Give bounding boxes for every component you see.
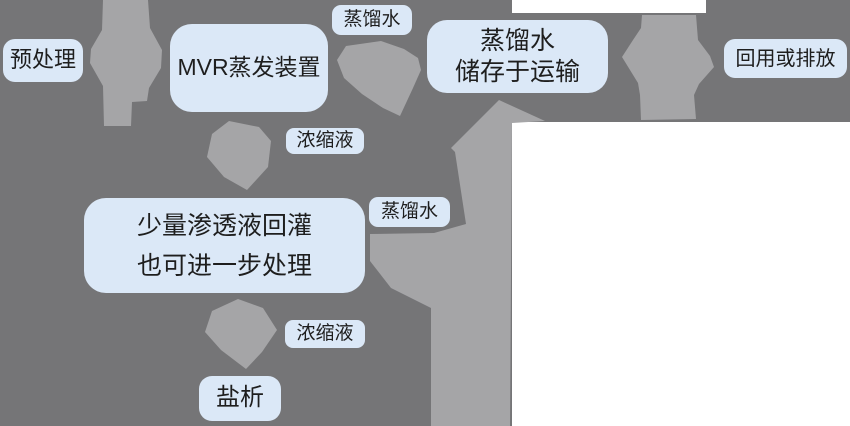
flow-label-distilled-water-mid: 蒸馏水 bbox=[369, 197, 450, 227]
node-mvr-evaporator: MVR蒸发装置 bbox=[170, 24, 328, 112]
node-permeate-recirculation-line1: 少量渗透液回灌 bbox=[136, 211, 312, 240]
arrow-mvr-to-storage-icon bbox=[337, 41, 421, 116]
node-distilled-water-storage-line2: 储存于运输 bbox=[454, 57, 580, 86]
flow-label-concentrate-lower: 浓缩液 bbox=[285, 320, 365, 348]
flow-label-concentrate-lower-text: 浓缩液 bbox=[296, 322, 354, 344]
node-distilled-water-storage-line1: 蒸馏水 bbox=[479, 26, 555, 55]
arrow-mvr-to-recirculation-icon bbox=[207, 121, 271, 190]
node-pretreatment-label: 预处理 bbox=[9, 47, 76, 73]
flow-label-concentrate-upper-text: 浓缩液 bbox=[296, 129, 354, 151]
arrow-recirculation-to-salt-icon bbox=[205, 299, 277, 369]
node-distilled-water-storage: 蒸馏水 储存于运输 bbox=[427, 20, 608, 93]
arrow-pretreatment-to-mvr-icon bbox=[90, 0, 162, 126]
node-permeate-recirculation: 少量渗透液回灌 也可进一步处理 bbox=[84, 198, 365, 293]
node-pretreatment: 预处理 bbox=[3, 39, 83, 82]
arrow-recirculation-to-storage-icon bbox=[370, 100, 545, 426]
flow-label-distilled-water-top-text: 蒸馏水 bbox=[343, 8, 401, 30]
flow-label-distilled-water-mid-text: 蒸馏水 bbox=[380, 200, 438, 222]
node-mvr-evaporator-label: MVR蒸发装置 bbox=[177, 54, 321, 81]
flow-label-distilled-water-top: 蒸馏水 bbox=[332, 5, 412, 35]
node-salting-out-label: 盐析 bbox=[216, 384, 264, 412]
node-salting-out: 盐析 bbox=[199, 376, 281, 421]
flow-label-concentrate-upper: 浓缩液 bbox=[286, 128, 364, 154]
node-reuse-or-discharge: 回用或排放 bbox=[724, 39, 847, 78]
node-reuse-or-discharge-label: 回用或排放 bbox=[735, 47, 836, 70]
node-permeate-recirculation-line2: 也可进一步处理 bbox=[136, 251, 312, 280]
arrow-storage-to-reuse-icon bbox=[622, 15, 714, 120]
